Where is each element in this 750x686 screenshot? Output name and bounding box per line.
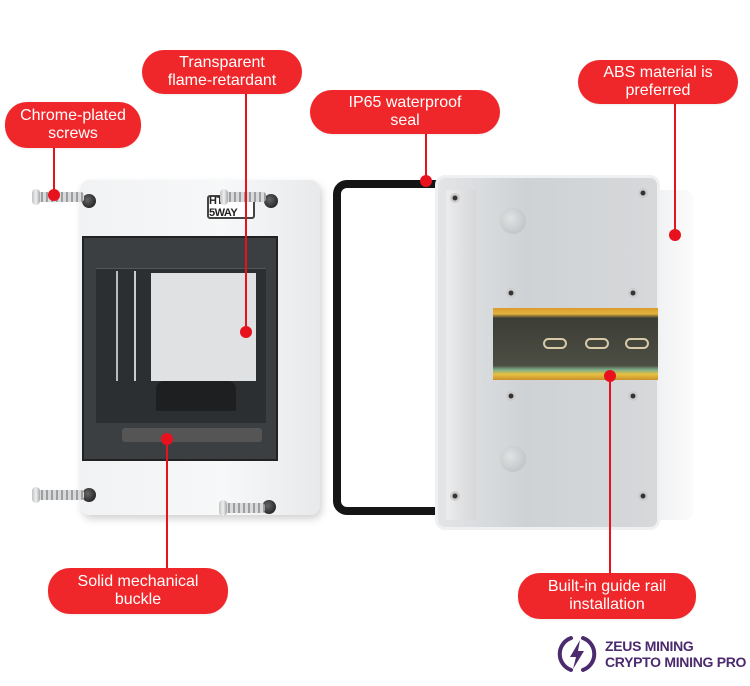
callout-line: Transparent <box>179 54 265 71</box>
din-slot <box>134 271 146 381</box>
callout-chrome-screws: Chrome-plated screws <box>5 102 141 148</box>
rail-slot <box>543 338 567 349</box>
screw-icon <box>32 487 84 503</box>
rail-slot <box>625 338 649 349</box>
window-panel <box>151 273 256 381</box>
lightning-bolt-icon <box>557 636 597 672</box>
base-enclosure <box>435 175 660 530</box>
screw-icon <box>219 500 265 516</box>
callout-dot <box>420 175 432 187</box>
base-side-wall <box>655 190 693 520</box>
callout-line: preferred <box>625 82 691 99</box>
callout-line: seal <box>390 112 420 129</box>
mounting-hole <box>628 288 638 298</box>
callout-line: ABS material is <box>603 64 713 81</box>
cable-knockout <box>500 208 526 234</box>
corner-hole <box>638 188 648 198</box>
screw-hole <box>82 194 96 208</box>
screw-icon <box>32 189 84 205</box>
screw-hole <box>264 194 278 208</box>
callout-line: flame-retardant <box>167 72 277 89</box>
callout-dot <box>161 433 173 445</box>
callout-line: buckle <box>114 591 162 608</box>
screw-hole <box>262 500 276 514</box>
corner-hole <box>450 491 460 501</box>
leader-line <box>674 102 676 234</box>
callout-dot <box>240 326 252 338</box>
leader-line <box>245 93 247 331</box>
callout-dot <box>669 229 681 241</box>
base-inner-wall <box>446 190 476 520</box>
logo-tagline: CRYPTO MINING PRO <box>605 654 747 670</box>
callout-transparent-cover: Transparent flame-retardant <box>142 50 302 94</box>
buckle-handle <box>156 381 236 411</box>
callout-line: installation <box>569 596 645 613</box>
callout-line: IP65 waterproof <box>348 94 462 111</box>
leader-line <box>609 375 611 575</box>
callout-line: screws <box>48 125 98 142</box>
rail-slot <box>585 338 609 349</box>
mounting-hole <box>506 391 516 401</box>
cable-knockout <box>500 446 526 472</box>
callout-guide-rail: Built-in guide rail installation <box>518 573 696 619</box>
callout-dot <box>604 370 616 382</box>
din-slot <box>116 271 126 381</box>
corner-hole <box>450 193 460 203</box>
callout-mechanical-buckle: Solid mechanical buckle <box>48 568 228 614</box>
zeus-mining-logo: ZEUS MINING CRYPTO MINING PRO <box>555 632 746 676</box>
logo-brand-name: ZEUS MINING <box>605 638 694 654</box>
din-guide-rail <box>493 308 658 380</box>
screw-hole <box>82 488 96 502</box>
leader-line <box>53 148 55 192</box>
callout-abs-material: ABS material is preferred <box>578 60 738 104</box>
callout-line: Chrome-plated <box>20 107 126 124</box>
callout-line: Built-in guide rail <box>547 578 667 595</box>
corner-hole <box>638 491 648 501</box>
mounting-hole <box>506 288 516 298</box>
leader-line <box>166 437 168 569</box>
transparent-window <box>82 236 278 461</box>
window-interior <box>96 268 266 423</box>
leader-line <box>425 134 427 180</box>
front-cover: HT 5WAY <box>80 180 320 515</box>
callout-waterproof-seal: IP65 waterproof seal <box>310 90 500 134</box>
callout-line: Solid mechanical <box>77 573 199 590</box>
buckle-bar <box>122 428 262 442</box>
mounting-hole <box>628 391 638 401</box>
callout-dot <box>48 189 60 201</box>
